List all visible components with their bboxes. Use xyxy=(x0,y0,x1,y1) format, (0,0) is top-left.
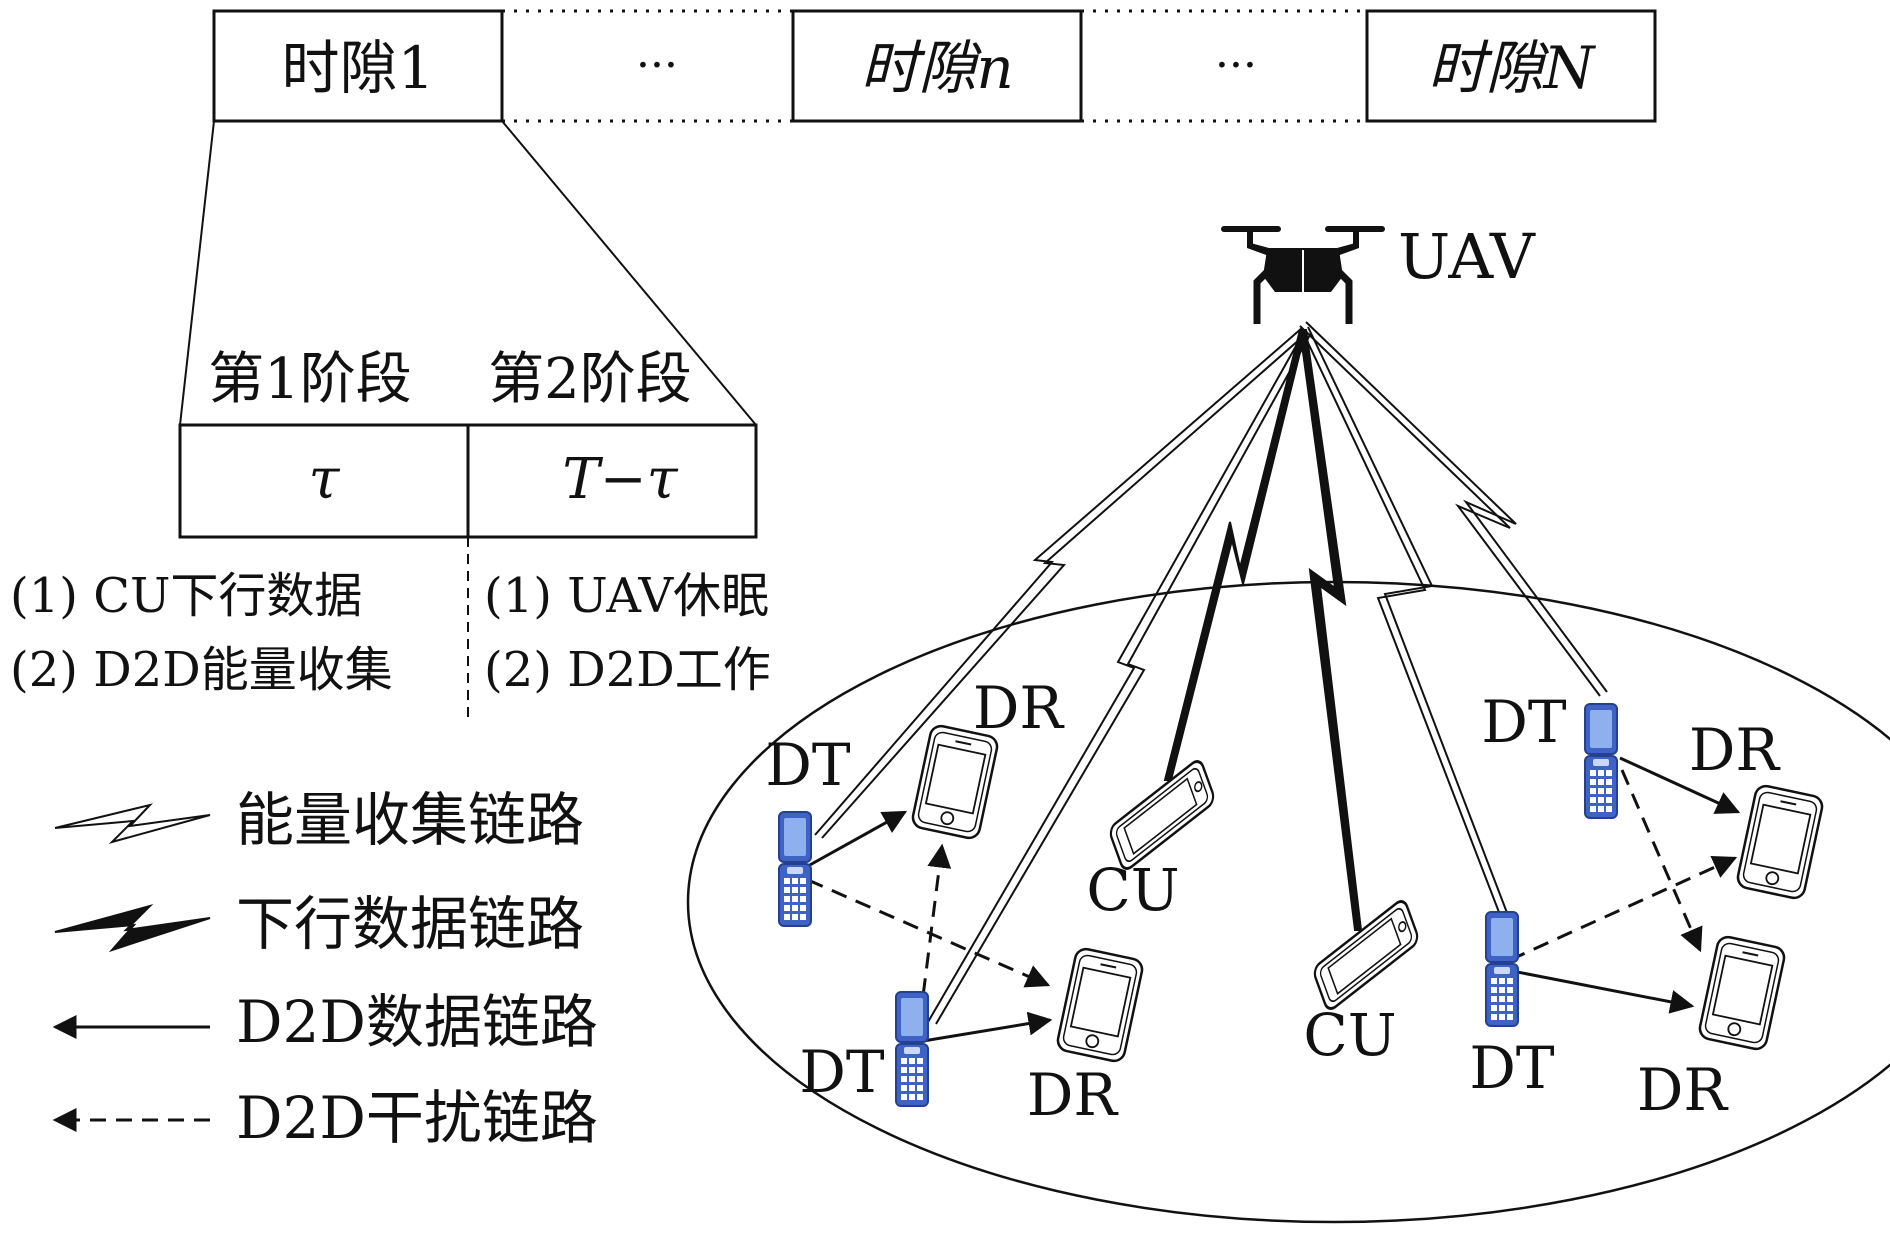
dt-label-4: DT xyxy=(1469,1034,1555,1102)
dt-device-2 xyxy=(895,991,929,1107)
energy-link-3 xyxy=(1299,325,1601,697)
dr-label-1: DR xyxy=(973,674,1066,742)
dt-device-3 xyxy=(1584,703,1618,819)
dr-device-2 xyxy=(1054,945,1146,1065)
legend-energy-label: 能量收集链路 xyxy=(236,786,584,854)
downlink-cu-1 xyxy=(1163,328,1307,781)
uav-label: UAV xyxy=(1398,220,1536,293)
slot-middle-box xyxy=(791,9,1083,123)
phase1-item-1: (1) CU下行数据 xyxy=(10,568,362,624)
legend-downlink-label: 下行数据链路 xyxy=(236,890,584,958)
d2d-interference-link-1 xyxy=(807,878,1051,988)
dr-device-3 xyxy=(1734,782,1826,902)
d2d-interference-link-4 xyxy=(1509,855,1738,962)
coverage-area xyxy=(686,580,1890,1224)
slot-last-label: 时隙N xyxy=(1428,34,1597,102)
phase2-item-2: (2) D2D工作 xyxy=(484,642,771,698)
legend: 能量收集链路 下行数据链路 D2D数据链路 D2D干扰链路 xyxy=(52,786,598,1152)
d2d-data-links xyxy=(807,756,1741,1046)
d2d-interference-links xyxy=(807,769,1738,1021)
legend-downlink-symbol xyxy=(54,904,211,953)
d2d-interference-link-2 xyxy=(918,843,952,1021)
phase1-duration: τ xyxy=(309,447,341,512)
dt-device-1 xyxy=(778,811,812,927)
phase2-box xyxy=(466,423,758,539)
zoom-line-right xyxy=(501,120,757,426)
energy-link-1 xyxy=(814,327,1303,836)
energy-link-2 xyxy=(927,329,1306,1023)
dt-label-3: DT xyxy=(1481,688,1567,756)
slot-last-box xyxy=(1365,9,1657,123)
network-scene: UAV DT DR DT DR CU CU DT DR DT DR xyxy=(686,220,1890,1224)
slot-first-box xyxy=(212,9,504,123)
phase2-duration: T−τ xyxy=(562,447,678,512)
phase2-item-1: (1) UAV休眠 xyxy=(484,568,769,624)
energy-links xyxy=(814,321,1608,1025)
legend-d2d-data-label: D2D数据链路 xyxy=(236,988,598,1056)
legend-energy-symbol xyxy=(54,803,211,844)
d2d-data-link-2 xyxy=(904,1011,1053,1046)
cu-device-2 xyxy=(1311,896,1421,1014)
d2d-interference-link-3 xyxy=(1620,769,1703,953)
slot-middle-label: 时隙n xyxy=(860,34,1013,102)
dr-label-3: DR xyxy=(1689,716,1782,784)
phase2-title: 第2阶段 xyxy=(488,347,692,412)
d2d-data-link-3 xyxy=(1619,756,1741,814)
zoom-line-left xyxy=(179,120,215,426)
dr-device-4 xyxy=(1696,933,1788,1053)
phase1-title: 第1阶段 xyxy=(208,347,412,412)
d2d-data-link-4 xyxy=(1506,968,1695,1014)
cu-label-2: CU xyxy=(1303,1001,1396,1069)
dt-device-4 xyxy=(1485,911,1519,1027)
dr-label-2: DR xyxy=(1027,1061,1120,1129)
phase-breakdown: 第1阶段 第2阶段 τ T−τ (1) CU下行数据 (2) D2D能量收集 (… xyxy=(10,120,771,720)
phase1-item-2: (2) D2D能量收集 xyxy=(10,642,393,698)
dt-label-2: DT xyxy=(799,1038,885,1106)
uav-drone xyxy=(1221,226,1385,324)
dt-label-1: DT xyxy=(765,731,851,799)
d2d-data-link-1 xyxy=(807,810,908,868)
dr-label-4: DR xyxy=(1637,1056,1730,1124)
slot-first-label: 时隙1 xyxy=(282,34,435,102)
energy-link-4 xyxy=(1301,329,1503,921)
timeline-ellipsis-2: ··· xyxy=(1215,40,1257,91)
timeline-ellipsis-1: ··· xyxy=(636,40,678,91)
cu-label-1: CU xyxy=(1086,856,1179,924)
timeline: 时隙1 时隙n 时隙N ··· ··· xyxy=(212,9,1657,123)
legend-d2d-interference-label: D2D干扰链路 xyxy=(236,1084,598,1152)
